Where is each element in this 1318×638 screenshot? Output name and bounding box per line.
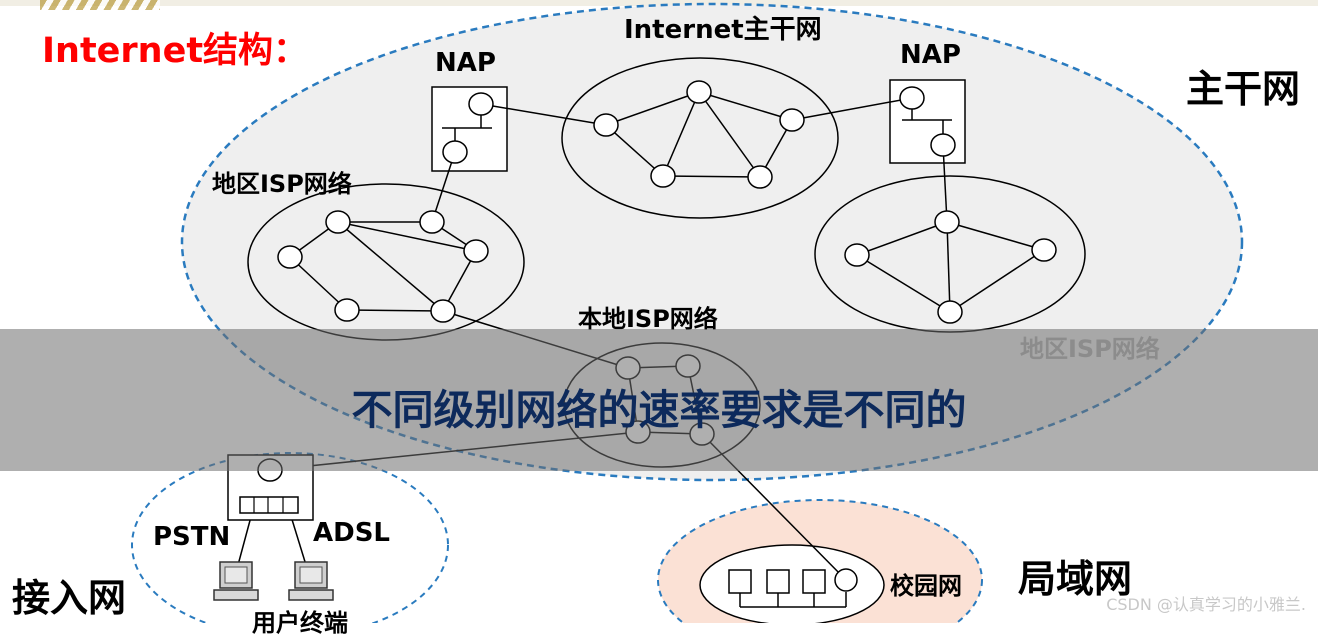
- computer-icon: [288, 561, 334, 601]
- router-node: [334, 298, 360, 322]
- router-node: [1031, 238, 1057, 262]
- top-rule: [0, 0, 1318, 6]
- nap-left-label: NAP: [435, 48, 496, 78]
- campus-net-label: 校园网: [890, 572, 962, 600]
- campus-host: [766, 569, 790, 594]
- router-node: [844, 243, 870, 267]
- campus-ellipse: [699, 544, 885, 623]
- router-node: [747, 165, 773, 189]
- router-node: [277, 245, 303, 269]
- backbone-net-label: Internet主干网: [624, 15, 822, 45]
- backbone-tier-label: 主干网: [1186, 67, 1301, 111]
- user-terminal-label: 用户终端: [252, 609, 348, 637]
- pstn-label: PSTN: [153, 522, 231, 552]
- router-node: [899, 86, 925, 110]
- computer-icon: [213, 561, 259, 601]
- watermark: CSDN @认真学习的小雅兰.: [1106, 595, 1306, 614]
- router-node: [463, 239, 489, 263]
- router-node: [937, 300, 963, 324]
- lan-tier-label: 局域网: [1018, 557, 1133, 601]
- access-tier-label: 接入网: [12, 576, 127, 620]
- campus-host: [802, 569, 826, 594]
- local-isp-label: 本地ISP网络: [578, 305, 718, 333]
- subtitle-banner-text: 不同级别网络的速率要求是不同的: [351, 386, 967, 434]
- router-node: [593, 113, 619, 137]
- access-switch: [239, 496, 299, 514]
- regional-isp-right-label: 地区ISP网络: [1020, 335, 1160, 363]
- subtitle-banner: [0, 329, 1318, 471]
- decorative-stripe: [40, 0, 160, 10]
- nap-right-label: NAP: [900, 40, 961, 70]
- backbone-ellipse: [561, 57, 839, 219]
- regional-isp-left-label: 地区ISP网络: [212, 170, 352, 198]
- router-node: [325, 210, 351, 234]
- router-node: [468, 92, 494, 116]
- router-node: [442, 140, 468, 164]
- router-node: [779, 108, 805, 132]
- router-node: [650, 164, 676, 188]
- campus-host: [728, 569, 752, 594]
- router-node: [834, 568, 858, 592]
- router-node: [934, 210, 960, 234]
- adsl-label: ADSL: [313, 518, 390, 548]
- router-node: [430, 299, 456, 323]
- router-node: [930, 133, 956, 157]
- router-node: [686, 80, 712, 104]
- router-node: [419, 210, 445, 234]
- slide-title: Internet结构：: [42, 31, 309, 71]
